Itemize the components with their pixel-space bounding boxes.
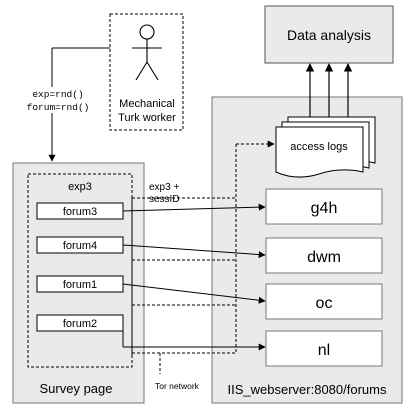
connection-label-line1: exp3 + — [149, 182, 179, 193]
tor-label: Tor network — [155, 381, 200, 391]
request-arrow — [122, 203, 266, 212]
webserver-forum-box — [265, 237, 383, 274]
webserver-forum-box — [265, 283, 383, 320]
survey-forum-label: forum3 — [63, 206, 97, 218]
webserver-forum-box — [265, 188, 383, 225]
connection-label-line2: sessID — [149, 194, 180, 205]
webserver-caption: IIS_webserver:8080/forums — [228, 382, 387, 397]
actor-label-line1: Mechanical — [119, 98, 175, 110]
survey-caption: Survey page — [40, 381, 113, 396]
request-arrow — [122, 283, 266, 304]
actor-label-line2: Turk worker — [118, 112, 176, 124]
person-icon — [132, 24, 162, 81]
survey-forum-label: forum1 — [63, 279, 97, 291]
access-logs-label: access logs — [290, 141, 348, 153]
webserver-forum-label: nl — [318, 342, 330, 359]
survey-forum-label: forum2 — [63, 318, 97, 330]
exp-label: exp3 — [68, 181, 92, 193]
assignment-bg — [14, 87, 102, 113]
webserver-forum-list: g4h dwm oc nl — [265, 188, 383, 367]
assignment-line1: exp=rnd() — [32, 89, 83, 100]
data-analysis-box — [264, 5, 394, 64]
survey-forum-list: forum3 forum4 forum1 forum2 — [36, 202, 124, 332]
access-logs-stack — [275, 116, 376, 178]
assignment-line2: forum=rnd() — [27, 102, 90, 113]
actor-box — [109, 13, 184, 131]
survey-forum-label: forum4 — [63, 240, 97, 252]
webserver-forum-box — [265, 330, 383, 367]
webserver-forum-label: oc — [316, 295, 333, 312]
data-analysis-label: Data analysis — [287, 27, 371, 43]
request-arrow — [122, 244, 266, 259]
webserver-forum-label: g4h — [311, 200, 338, 217]
webserver-forum-label: dwm — [307, 249, 341, 266]
